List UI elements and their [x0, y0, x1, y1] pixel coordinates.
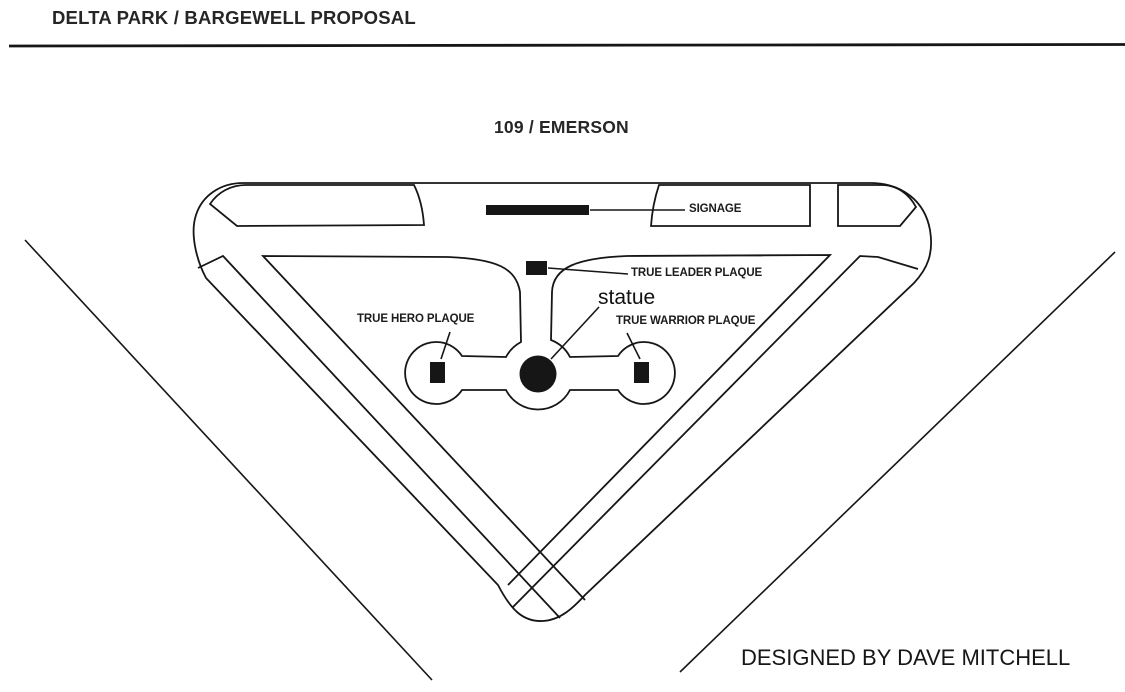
interior-lawn-outline: [260, 254, 833, 601]
park-boundary: [192, 182, 932, 622]
top-lawn-panel-right: [837, 184, 918, 227]
top-lawn-panel-middle: [650, 184, 811, 227]
street-label: 109 / EMERSON: [494, 117, 629, 137]
designer-credit: DESIGNED BY DAVE MITCHELL: [741, 645, 1071, 670]
hero-plaque-marker: [430, 362, 445, 383]
hero-plaque-leader-line: [440, 331, 451, 360]
page-title: DELTA PARK / BARGEWELL PROPOSAL: [52, 7, 416, 28]
hero-plaque-label: TRUE HERO PLAQUE: [357, 313, 475, 325]
top-lawn-panel-left: [208, 184, 425, 227]
leader-plaque-label: TRUE LEADER PLAQUE: [631, 267, 763, 279]
signage-label: SIGNAGE: [689, 203, 742, 215]
warrior-plaque-marker: [634, 362, 649, 383]
left-verge-line: [197, 254, 561, 619]
statue-leader-line: [550, 306, 600, 360]
statue-marker: [519, 355, 557, 393]
signage-marker: [486, 205, 589, 215]
warrior-plaque-label: TRUE WARRIOR PLAQUE: [616, 315, 756, 327]
statue-label: statue: [598, 286, 656, 309]
header-rule: [8, 43, 1125, 48]
warrior-plaque-leader-line: [626, 332, 641, 360]
right-street-line: [679, 251, 1116, 673]
left-street-line: [24, 239, 433, 681]
leader-plaque-marker: [526, 261, 547, 275]
right-verge-line: [512, 255, 919, 608]
leader-plaque-leader-line: [547, 267, 629, 275]
